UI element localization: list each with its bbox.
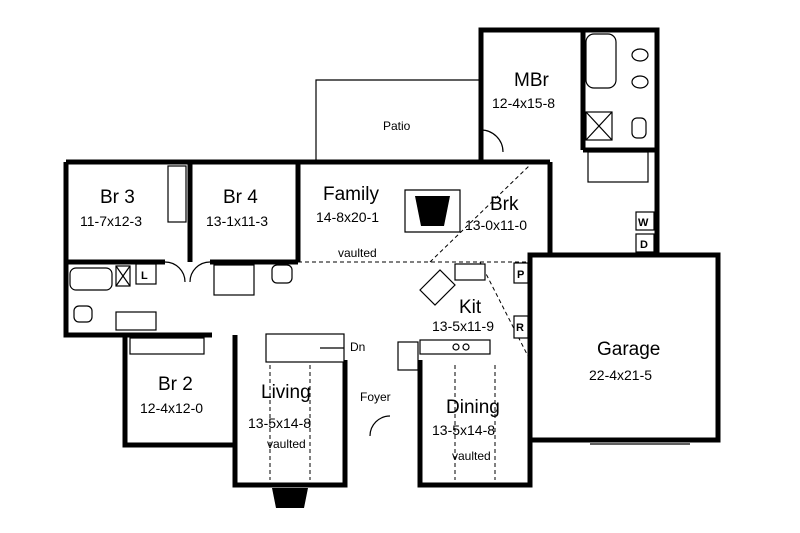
hall-vanity [115, 311, 157, 331]
br4-closet [213, 264, 255, 296]
room-living-name: Living [261, 382, 311, 403]
master-sink-2 [631, 75, 649, 89]
master-toilet [631, 117, 647, 139]
dining-walls [417, 360, 533, 488]
room-mbr-size: 12-4x15-8 [492, 95, 555, 111]
linen-label: L [141, 270, 148, 282]
room-mbr-name: MBr [514, 70, 550, 91]
hall-door-arc [164, 261, 186, 283]
master-closet-hanging [587, 151, 649, 183]
linen-box [135, 263, 157, 285]
br3-closet [167, 165, 187, 223]
washer-box [635, 211, 655, 231]
room-dining-note: vaulted [452, 449, 491, 463]
room-br3-name: Br 3 [100, 187, 135, 208]
room-br3-size: 11-7x12-3 [80, 213, 142, 229]
room-living-note: vaulted [267, 437, 306, 451]
linen-x2 [115, 265, 131, 287]
fireplace-hearth [415, 196, 450, 226]
kitchen-diagonal [479, 261, 531, 361]
master-tub [585, 33, 617, 89]
room-family-name: Family [323, 184, 379, 205]
br4-bath-toilet [271, 264, 293, 284]
master-sink-1 [631, 48, 649, 62]
hall-toilet [73, 305, 93, 323]
kitchen-island [454, 263, 486, 281]
room-dining-name: Dining [446, 397, 500, 418]
room-garage-size: 22-4x21-5 [589, 367, 652, 383]
master-suite-walls [478, 27, 660, 255]
foyer-door-arc [369, 415, 391, 437]
foyer-closet [397, 341, 419, 371]
pantry-label: P [517, 269, 524, 281]
room-br4-size: 13-1x11-3 [206, 213, 268, 229]
fridge-label: R [516, 322, 524, 334]
room-brk-size: 13-0x11-0 [465, 217, 527, 233]
room-br2-name: Br 2 [158, 374, 193, 395]
br4-door-arc [189, 261, 211, 283]
washer-label: W [638, 217, 649, 229]
room-kit-size: 13-5x11-9 [432, 318, 494, 334]
foyer-label: Foyer [360, 390, 391, 404]
room-br4-name: Br 4 [223, 187, 258, 208]
br2-closet [129, 337, 205, 355]
room-family-note: vaulted [338, 246, 377, 260]
garage-walls [527, 252, 721, 443]
sink-basin-1 [452, 343, 460, 351]
stairs-label: Dn [350, 340, 365, 354]
dryer-label: D [640, 239, 648, 251]
room-family-size: 14-8x20-1 [316, 209, 379, 225]
sink-basin-2 [462, 343, 470, 351]
room-living-size: 13-5x14-8 [248, 415, 311, 431]
patio-label: Patio [383, 119, 411, 133]
room-garage-name: Garage [597, 339, 660, 360]
master-door-arc [480, 129, 504, 153]
dryer-box [635, 233, 655, 253]
master-shower-x2 [585, 111, 613, 141]
room-br2-size: 12-4x12-0 [140, 400, 203, 416]
breakfast-diagonal [429, 164, 531, 263]
fireplace-living [272, 488, 308, 508]
hall-tub [69, 267, 113, 291]
room-dining-size: 13-5x14-8 [432, 422, 495, 438]
living-walls [232, 360, 348, 488]
room-brk-name: Brk [490, 194, 519, 215]
room-kit-name: Kit [459, 297, 482, 318]
west-wall [63, 162, 125, 338]
kitchen-counter [419, 269, 456, 306]
